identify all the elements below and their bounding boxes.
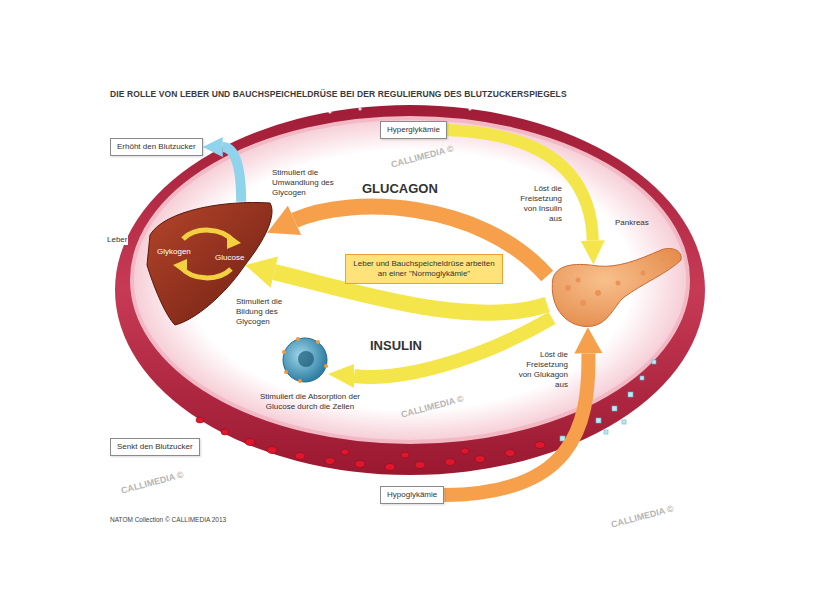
state-box: Hyperglykämie <box>380 121 447 139</box>
node-label: Leber <box>106 235 128 245</box>
node-label: Hyperglykämie <box>387 125 440 135</box>
hormone-label: GLUCAGON <box>360 181 440 196</box>
organ-shape <box>552 248 681 326</box>
effect-box: Senkt den Blutzucker <box>110 438 200 456</box>
copyright-note: NATOM Collection © CALLIMEDIA 2013 <box>110 516 226 524</box>
pancreas-organ: Pankreas <box>543 238 683 333</box>
arrow-head <box>203 137 223 157</box>
connector <box>203 137 241 202</box>
node-label: Pankreas <box>615 218 649 228</box>
hormone-arrow <box>223 147 241 202</box>
effect-note: Stimuliert die Absorption der Glucose du… <box>255 392 365 412</box>
connector <box>444 327 602 495</box>
node-label: Senkt den Blutzucker <box>117 442 193 452</box>
arrow-head <box>574 327 602 353</box>
node-label: Erhöht den Blutzucker <box>117 142 196 152</box>
effect-box: Erhöht den Blutzucker <box>110 138 203 156</box>
watermark: CALLIMEDIA © <box>120 469 185 496</box>
arrow-head <box>245 257 278 288</box>
diagram-title: DIE ROLLE VON LEBER UND BAUCHSPEICHELDRÜ… <box>110 89 567 99</box>
organ-shape <box>147 202 272 325</box>
effect-note: Löst die Freisetzung von Glukagon aus <box>516 350 568 390</box>
watermark: CALLIMEDIA © <box>610 503 675 530</box>
node-label: Leber und Bauchspeicheldrüse arbeiten an… <box>350 259 498 279</box>
state-box: Hypoglykämie <box>380 486 444 504</box>
note-box: Leber und Bauchspeicheldrüse arbeiten an… <box>345 254 503 284</box>
hormone-label: INSULIN <box>368 338 424 353</box>
connector <box>447 130 605 265</box>
effect-note: Löst die Freisetzung von Insulin aus <box>510 184 562 224</box>
effect-note: Stimuliert die Umwandlung des Glycogen <box>272 168 338 198</box>
node-text: Glykogen <box>157 247 191 257</box>
arrow-head <box>581 240 605 264</box>
node-label: Hypoglykämie <box>387 490 437 500</box>
organ-outline <box>543 238 683 333</box>
effect-note: Stimuliert die Bildung des Glycogen <box>236 297 302 327</box>
node-text: Glucose <box>215 253 244 263</box>
